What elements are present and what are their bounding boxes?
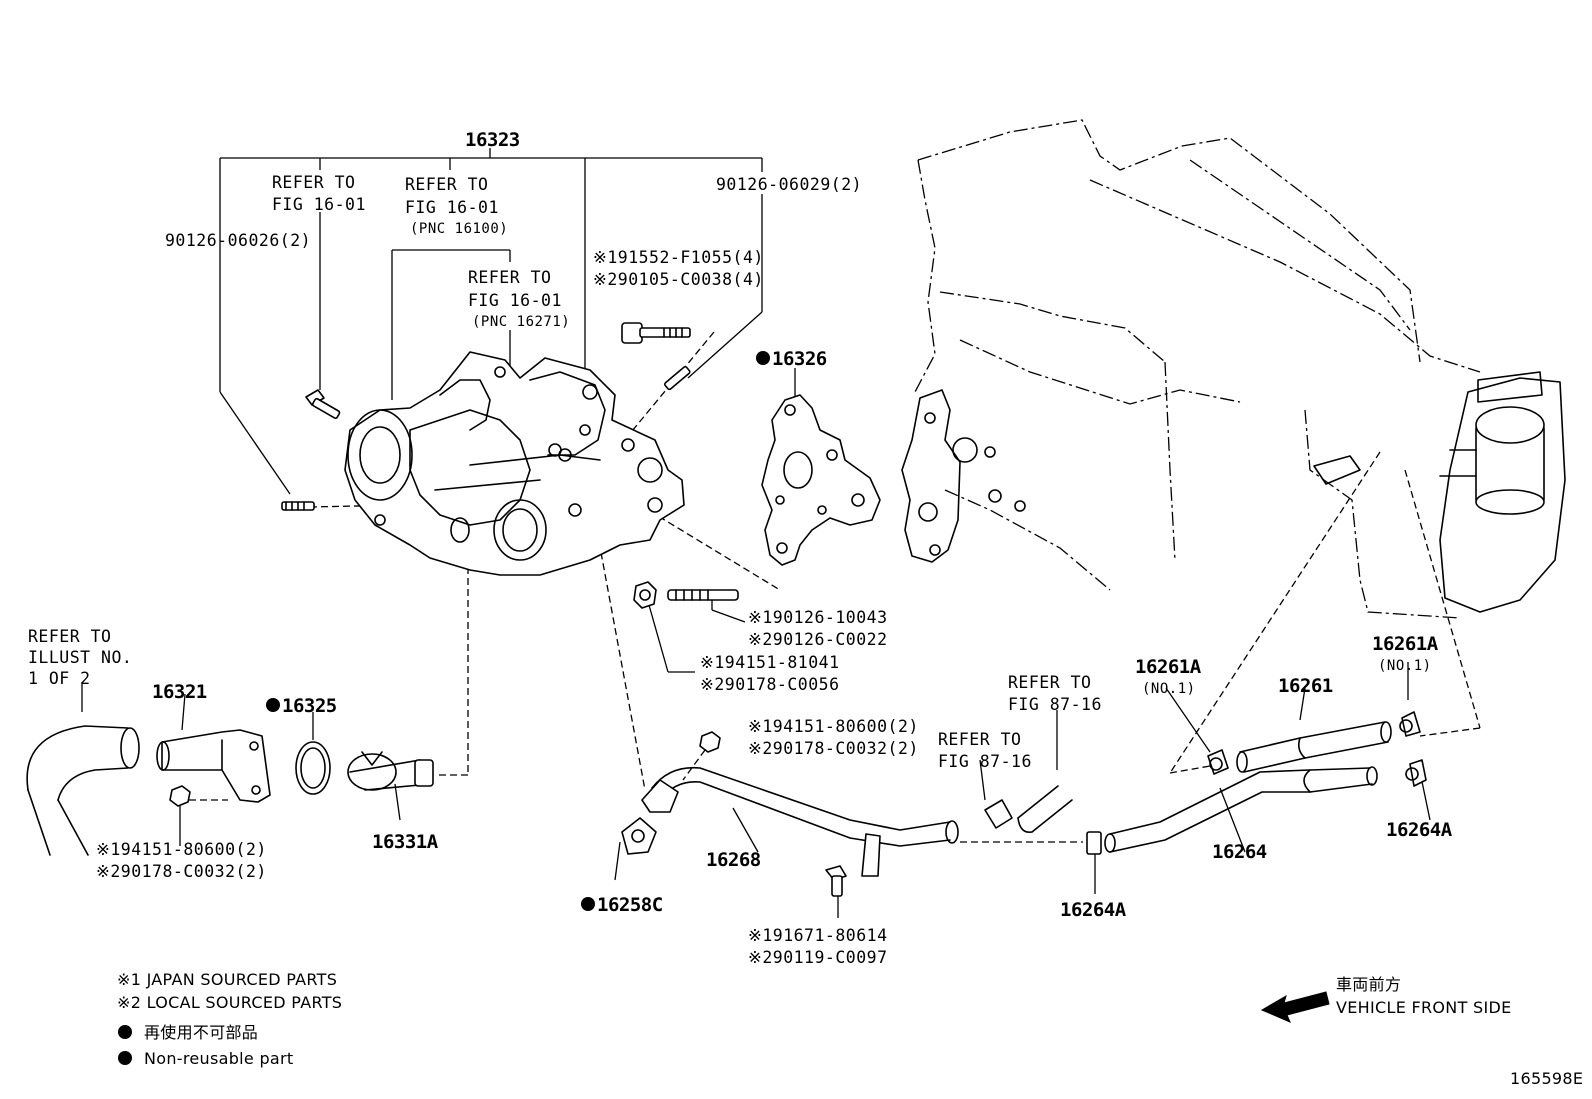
part-labels: 16323 REFER TO FIG 16-01 REFER TO FIG 16… [28, 129, 1453, 967]
clamp-16261a-left [1207, 749, 1229, 775]
bolt-refer-16-01 [305, 389, 341, 419]
figure-id: 165598E [1510, 1069, 1583, 1088]
label-290105: ※290105-C0038(4) [593, 270, 764, 289]
label-nut-194151-81041: ※194151-81041 [700, 653, 840, 672]
arrow-left-icon [1260, 991, 1330, 1023]
label-bolt-191671: ※191671-80614 [748, 926, 888, 945]
label-nut-290178-c0056: ※290178-C0056 [700, 675, 840, 694]
hose-refer-87-16 [1017, 785, 1073, 834]
label-16258c: 16258C [597, 894, 663, 916]
bolt-191671 [825, 865, 847, 897]
label-191552: ※191552-F1055(4) [593, 248, 764, 267]
label-refer8716b-l1: REFER TO [938, 730, 1021, 749]
label-refer1-l2: FIG 16-01 [272, 195, 366, 214]
label-16323: 16323 [465, 129, 520, 151]
label-16321: 16321 [152, 681, 207, 703]
label-refer8716b-l2: FIG 87-16 [938, 752, 1032, 771]
engine-block [901, 119, 1566, 619]
bolt-90126-06026 [281, 501, 315, 511]
clamp-87-16 [984, 799, 1013, 829]
nut-pipe [699, 731, 721, 753]
stud-90126-06029 [664, 366, 691, 391]
label-refer2-l2: FIG 16-01 [405, 198, 499, 217]
label-16326: 16326 [772, 348, 827, 370]
label-16325: 16325 [282, 695, 337, 717]
stud-190126 [667, 589, 739, 601]
legend-nonreusable-jp: 再使用不可部品 [144, 1023, 258, 1042]
nut-194151-81041 [633, 581, 657, 609]
gasket-16258c [621, 817, 657, 855]
bolt-191552 [621, 322, 691, 344]
label-90126-06026: 90126-06026(2) [165, 231, 311, 250]
legend-dot-jp [118, 1025, 132, 1039]
leader-lines [81, 148, 1431, 918]
water-inlet-16321 [156, 729, 271, 803]
clamp-16261a-right [1399, 711, 1421, 737]
label-16264a-bottom: 16264A [1060, 899, 1127, 921]
direction-jp: 車両前方 [1336, 975, 1401, 994]
hose-16264 [1104, 766, 1378, 853]
legend-nonreusable-en: Non-reusable part [144, 1049, 293, 1068]
clamp-16264a-right [1405, 759, 1427, 787]
label-16261a-right-sub: (NO.1) [1378, 658, 1432, 674]
radiator-hose [26, 725, 140, 856]
nonreusable-dot-16326 [756, 351, 770, 365]
label-16331a: 16331A [372, 831, 439, 853]
label-refer-illust-l1: REFER TO [28, 627, 111, 646]
water-pump-assembly [344, 351, 685, 576]
legend-note-japan: ※1 JAPAN SOURCED PARTS [117, 970, 337, 989]
nonreusable-dot-16258c [581, 897, 595, 911]
label-bolt-290119: ※290119-C0097 [748, 948, 888, 967]
label-refer8716a-l1: REFER TO [1008, 673, 1091, 692]
label-16261: 16261 [1278, 675, 1333, 697]
label-refer3-l1: REFER TO [468, 268, 551, 287]
label-16261a-left: 16261A [1135, 656, 1202, 678]
hose-16261 [1236, 721, 1392, 773]
label-refer2-l3: (PNC 16100) [410, 221, 508, 237]
label-nut-left-2: ※290178-C0032(2) [96, 862, 267, 881]
label-refer8716a-l2: FIG 87-16 [1008, 695, 1102, 714]
pipe-16268 [641, 766, 959, 877]
direction-en: VEHICLE FRONT SIDE [1336, 998, 1512, 1017]
label-refer3-l3: (PNC 16271) [472, 314, 570, 330]
label-nut-pipe-2: ※290178-C0032(2) [748, 739, 919, 758]
label-refer3-l2: FIG 16-01 [468, 291, 562, 310]
gasket-16326 [761, 394, 881, 566]
label-nut-pipe-1: ※194151-80600(2) [748, 717, 919, 736]
label-nut-left-1: ※194151-80600(2) [96, 840, 267, 859]
label-refer-illust-l3: 1 OF 2 [28, 669, 91, 688]
label-16268: 16268 [706, 849, 761, 871]
legend-dot-en [118, 1051, 132, 1065]
legend-note-local: ※2 LOCAL SOURCED PARTS [117, 993, 342, 1012]
label-90126-06029: 90126-06029(2) [716, 175, 862, 194]
nut-inlet [169, 785, 191, 807]
vehicle-front-indicator: 車両前方 VEHICLE FRONT SIDE [1260, 975, 1512, 1023]
label-16264a-right: 16264A [1386, 819, 1453, 841]
label-16261a-left-sub: (NO.1) [1142, 681, 1196, 697]
label-refer1-l1: REFER TO [272, 173, 355, 192]
label-stud-190126: ※190126-10043 [748, 608, 888, 627]
gasket-16325 [295, 741, 331, 795]
label-refer-illust-l2: ILLUST NO. [28, 648, 132, 667]
label-16261a-right: 16261A [1372, 633, 1439, 655]
label-stud-290126: ※290126-C0022 [748, 630, 888, 649]
nonreusable-dot-16325 [266, 698, 280, 712]
label-16264: 16264 [1212, 841, 1267, 863]
thermostat-16331a [347, 751, 434, 791]
label-refer2-l1: REFER TO [405, 175, 488, 194]
legend: ※1 JAPAN SOURCED PARTS ※2 LOCAL SOURCED … [117, 970, 342, 1068]
clamp-16264a-bottom [1086, 831, 1102, 855]
